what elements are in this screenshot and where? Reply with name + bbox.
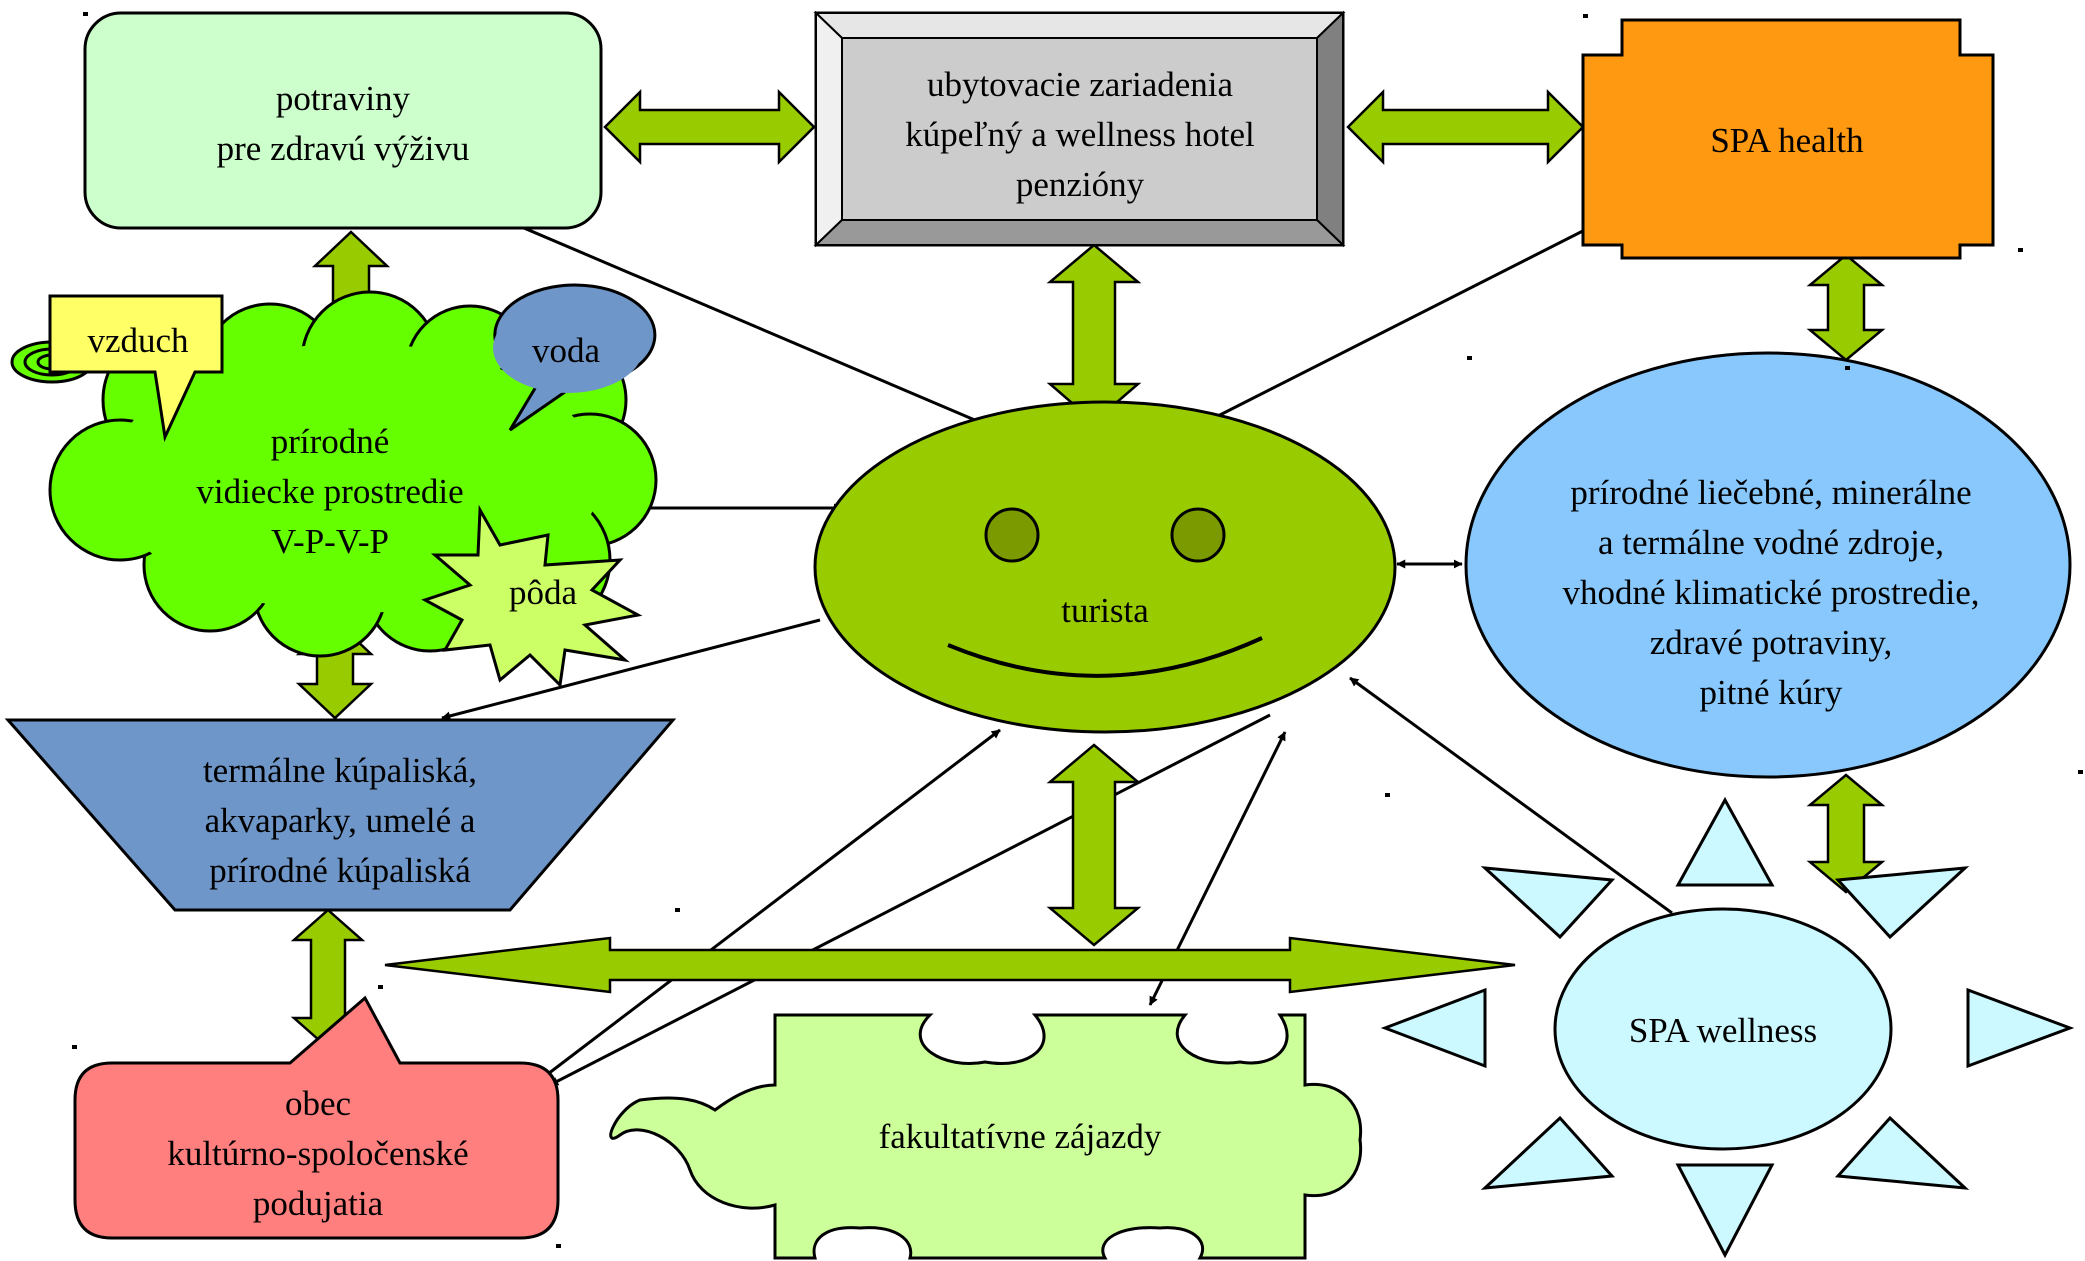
double-arrow-turista-bar: [1046, 743, 1142, 947]
turista-face: [813, 400, 1397, 734]
obec-line-1: obec: [285, 1084, 351, 1123]
turista-smile: [947, 636, 1263, 678]
potraviny-box: [83, 11, 603, 230]
obec-line-3: podujatia: [253, 1184, 384, 1223]
node-obec: obec kultúrno-spoločenské podujatia: [73, 995, 560, 1240]
kupaliska-line-3: prírodné kúpaliská: [209, 851, 471, 890]
prostredie-line-1: prírodné: [271, 422, 390, 461]
ubytovacie-bevel-left: [815, 10, 843, 248]
zdroje-line-3: vhodné klimatické prostredie,: [1563, 573, 1980, 612]
vzduch-callout: [48, 294, 224, 443]
zajazdy-label: fakultatívne zájazdy: [879, 1117, 1162, 1156]
potraviny-line-1: potraviny: [276, 79, 411, 118]
double-arrow-obec-spa-wellness: [384, 936, 1516, 994]
prostredie-line-2: vidiecke prostredie: [196, 472, 463, 511]
prostredie-line-3: V-P-V-P: [271, 522, 389, 561]
double-arrow-spa-health-zdroje: [1806, 253, 1886, 362]
turista-label: turista: [1061, 591, 1149, 630]
thin-connectors: [441, 200, 1673, 1087]
vzduch-label: vzduch: [87, 321, 189, 360]
node-potraviny: potraviny pre zdravú výživu: [83, 11, 603, 230]
zdroje-ellipse: [1464, 351, 2072, 779]
zajazdy-puzzle: [609, 1013, 1363, 1260]
node-zajazdy: fakultatívne zájazdy: [609, 1013, 1363, 1260]
ubytovacie-face: [841, 37, 1318, 221]
zdroje-line-1: prírodné liečebné, minerálne: [1570, 473, 1971, 512]
spa-wellness-disc: [1553, 907, 1893, 1151]
poda-burst: [421, 504, 643, 689]
arrow-obec-to-turista: [539, 728, 1001, 1082]
ubytovacie-line-3: penzióny: [1016, 165, 1145, 204]
arrow-turista-to-kupaliska: [441, 618, 821, 721]
node-spa-health: SPA health: [1581, 18, 1995, 260]
node-vzduch: vzduch: [10, 294, 224, 443]
node-voda: voda: [493, 283, 657, 432]
arrow-turista-to-spa-health: [1209, 200, 1641, 422]
double-arrow-ubytovacie-turista: [1046, 243, 1142, 424]
node-turista: turista: [813, 400, 1397, 734]
obec-callout: [73, 995, 560, 1240]
node-poda: pôda: [421, 504, 643, 689]
ubytovacie-line-2: kúpeľný a wellness hotel: [905, 115, 1255, 154]
arrow-turista-to-potraviny: [469, 203, 1011, 437]
zdroje-line-4: zdravé potraviny,: [1650, 623, 1893, 662]
double-arrow-potraviny-ubytovacie: [603, 88, 816, 166]
kupaliska-line-1: termálne kúpaliská,: [203, 751, 477, 790]
ubytovacie-bevel-bottom: [813, 219, 1346, 246]
kupaliska-line-2: akvaparky, umelé a: [205, 801, 476, 840]
decorative-dots: [72, 12, 2083, 1248]
node-zdroje: prírodné liečebné, minerálne a termálne …: [1464, 351, 2072, 779]
spa-wellness-rays: [1380, 796, 2075, 1259]
node-ubytovacie: ubytovacie zariadenia kúpeľný a wellness…: [813, 10, 1346, 248]
zdroje-line-5: pitné kúry: [1700, 673, 1843, 712]
obec-line-2: kultúrno-spoločenské: [167, 1134, 468, 1173]
spa-health-label: SPA health: [1710, 121, 1864, 160]
ubytovacie-bevel-top: [813, 12, 1346, 39]
node-spa-wellness: SPA wellness: [1380, 796, 2075, 1259]
ubytovacie-line-1: ubytovacie zariadenia: [927, 65, 1234, 104]
turista-right-eye: [1170, 507, 1226, 563]
double-arrow-ubytovacie-spa-health: [1346, 88, 1585, 166]
arrow-spa-wellness-to-turista: [1349, 676, 1673, 915]
voda-bubble-fill: [493, 303, 643, 393]
double-arrow-zdroje-spa-wellness: [1806, 773, 1886, 894]
poda-label: pôda: [509, 573, 578, 612]
turista-left-eye: [984, 507, 1040, 563]
node-kupaliska: termálne kúpaliská, akvaparky, umelé a p…: [4, 718, 677, 912]
potraviny-line-2: pre zdravú výživu: [217, 129, 470, 168]
voda-label: voda: [532, 331, 601, 370]
ubytovacie-bevel-right: [1316, 10, 1344, 248]
spa-health-plaque: [1581, 18, 1995, 260]
kupaliska-trapezoid: [4, 718, 677, 912]
spa-wellness-label: SPA wellness: [1629, 1011, 1817, 1050]
zdroje-line-2: a termálne vodné zdroje,: [1598, 523, 1944, 562]
